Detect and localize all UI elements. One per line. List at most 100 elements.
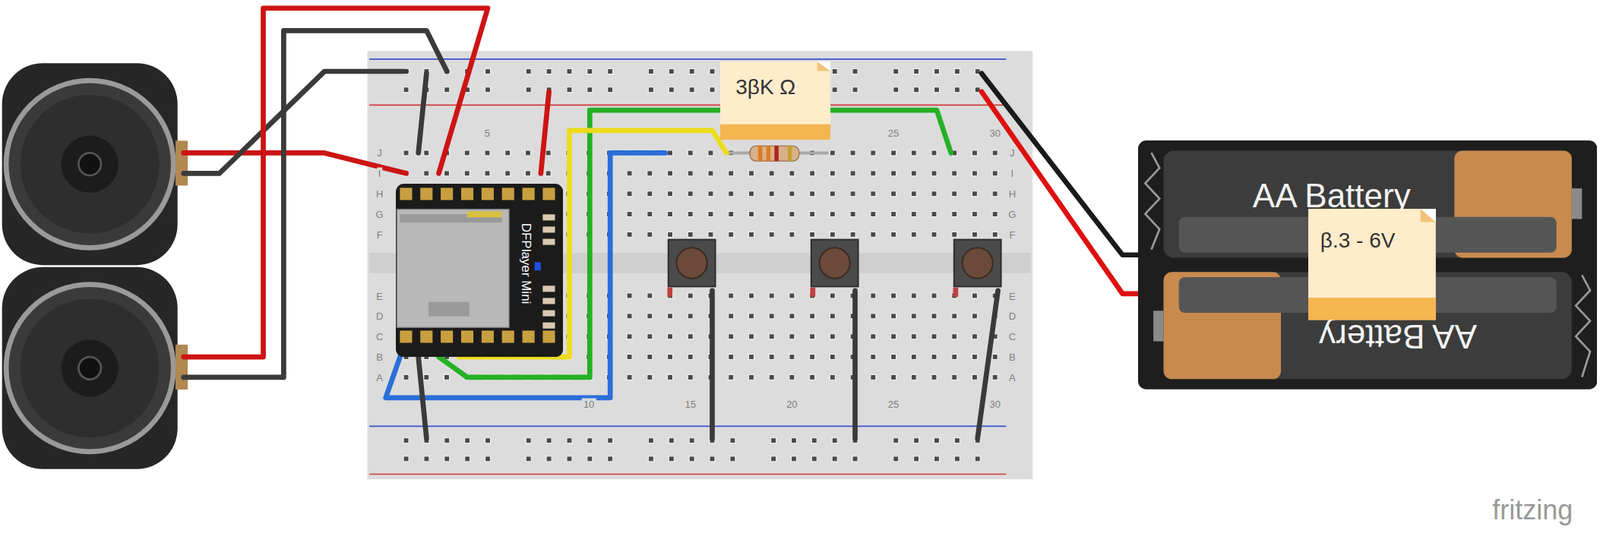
breadboard-hole	[708, 150, 714, 156]
battery-spring	[1575, 275, 1591, 378]
breadboard-hole	[546, 69, 552, 75]
breadboard-hole	[954, 87, 960, 93]
breadboard-hole	[748, 170, 754, 177]
breadboard-hole	[667, 334, 674, 340]
breadboard-hole	[910, 150, 917, 156]
breadboard-hole	[891, 374, 897, 380]
watermark: fritzing	[1492, 496, 1573, 525]
breadboard-hole	[829, 150, 835, 156]
part-label: DFPlayer Mini	[518, 222, 532, 304]
battery-holder	[1138, 140, 1597, 390]
breadboard-hole	[768, 334, 775, 340]
speaker-cap	[61, 135, 119, 193]
breadboard-hole	[831, 69, 838, 75]
breadboard-index: 30	[987, 398, 1002, 410]
wire	[981, 73, 1142, 256]
breadboard-hole	[748, 211, 754, 218]
rail-line	[369, 58, 1006, 61]
pin	[440, 187, 453, 200]
breadboard-hole	[931, 150, 937, 156]
breadboard-hole	[891, 293, 897, 299]
breadboard-index: B	[374, 351, 385, 364]
breadboard-hole	[954, 456, 960, 462]
breadboard-hole	[748, 231, 754, 238]
breadboard-hole	[910, 354, 917, 361]
breadboard-index: I	[376, 167, 383, 180]
wire	[418, 357, 427, 439]
breadboard-hole	[789, 170, 795, 177]
breadboard-hole	[850, 170, 856, 177]
breadboard-hole	[626, 334, 633, 340]
breadboard-hole	[951, 231, 958, 238]
breadboard-hole	[971, 334, 978, 340]
pin	[461, 187, 474, 200]
breadboard-hole	[728, 191, 734, 197]
breadboard-hole	[667, 231, 674, 238]
breadboard-hole	[667, 313, 674, 320]
breadboard-hole	[809, 231, 816, 238]
breadboard-index: F	[375, 228, 385, 241]
wire	[540, 91, 550, 174]
breadboard-hole	[668, 69, 674, 75]
breadboard-hole	[648, 456, 654, 462]
breadboard-index: H	[1007, 188, 1018, 200]
breadboard-hole	[730, 456, 736, 462]
breadboard-index: 20	[784, 398, 799, 410]
breadboard-hole	[992, 191, 998, 197]
note-corner	[817, 61, 831, 71]
breadboard-hole	[748, 293, 754, 299]
breadboard-hole	[893, 69, 899, 75]
breadboard-hole	[444, 87, 450, 93]
breadboard-hole	[546, 438, 552, 444]
smd-part	[543, 285, 556, 292]
breadboard-hole	[525, 456, 532, 462]
breadboard-index: J	[375, 147, 384, 159]
breadboard-hole	[525, 438, 532, 444]
breadboard-hole	[689, 87, 695, 93]
button-body	[668, 240, 716, 288]
breadboard-index: D	[1007, 310, 1018, 323]
breadboard-index: F	[1007, 228, 1017, 241]
breadboard-hole	[992, 170, 998, 177]
breadboard-hole	[971, 211, 978, 218]
breadboard-index: G	[374, 208, 386, 221]
breadboard-hole	[790, 456, 797, 462]
breadboard-hole	[668, 438, 674, 444]
breadboard-hole	[771, 456, 777, 462]
breadboard-hole	[648, 438, 654, 444]
breadboard-hole	[566, 456, 573, 462]
breadboard-hole	[951, 374, 958, 380]
breadboard-hole	[910, 231, 917, 238]
breadboard-hole	[809, 211, 816, 218]
breadboard-hole	[423, 150, 430, 156]
board	[395, 183, 563, 358]
breadboard-hole	[647, 374, 653, 380]
breadboard-hole	[667, 211, 674, 218]
breadboard-hole	[687, 293, 693, 299]
wire	[183, 71, 407, 174]
breadboard-hole	[647, 334, 653, 340]
breadboard-hole	[485, 438, 491, 444]
breadboard-hole	[587, 87, 593, 93]
breadboard-hole	[687, 354, 693, 361]
breadboard-hole	[829, 374, 835, 380]
led	[534, 262, 541, 271]
breadboard-hole	[728, 231, 734, 238]
breadboard-hole	[951, 334, 958, 340]
speaker-cone	[20, 94, 160, 234]
breadboard-index: 25	[886, 126, 901, 139]
breadboard-hole	[626, 354, 633, 361]
breadboard-hole	[910, 313, 917, 320]
breadboard-hole	[708, 211, 714, 218]
breadboard-hole	[931, 293, 937, 299]
breadboard-hole	[954, 69, 960, 75]
breadboard-hole	[891, 170, 897, 177]
breadboard-hole	[647, 170, 653, 177]
breadboard-hole	[951, 211, 958, 218]
breadboard-hole	[913, 87, 920, 93]
breadboard-hole	[811, 456, 817, 462]
breadboard-hole	[444, 456, 450, 462]
breadboard-hole	[992, 354, 998, 361]
wires	[183, 8, 1142, 440]
wire	[709, 290, 715, 440]
